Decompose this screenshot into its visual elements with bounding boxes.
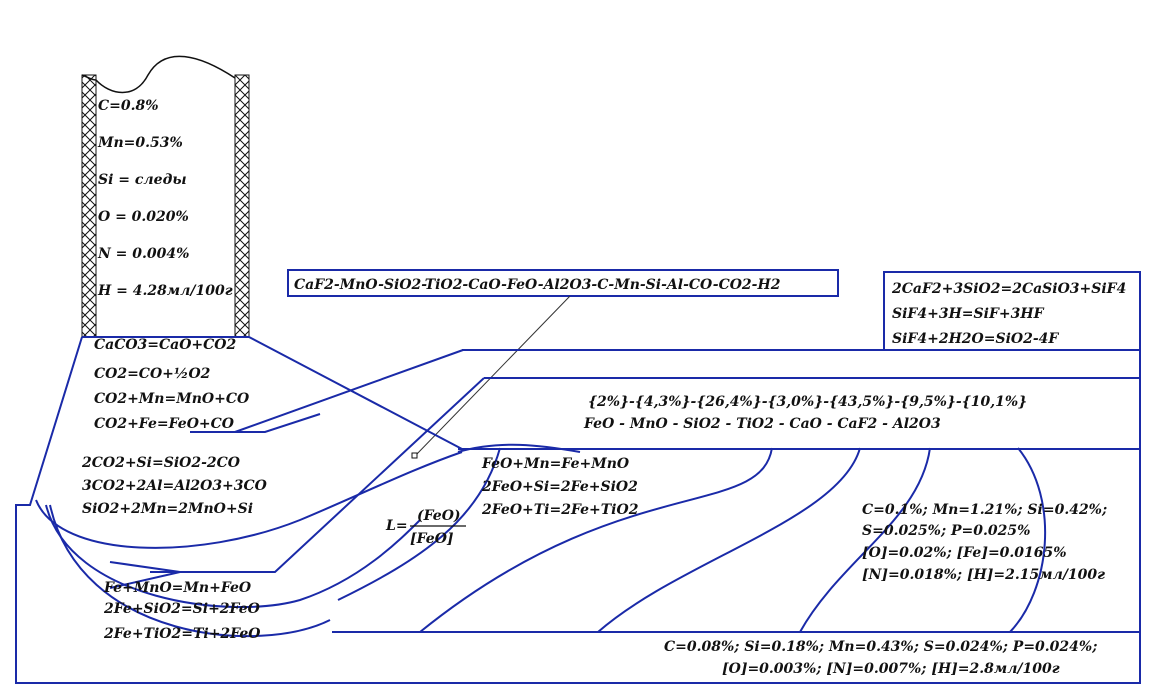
arc-and-pool-outlines	[15, 336, 1141, 684]
slag-percentages: {2%}-{4,3%}-{26,4%}-{3,0%}-{43,5%}-{9,5%…	[588, 394, 1027, 410]
electrode-c: C=0.8%	[98, 98, 159, 114]
co2-reaction-3: SiO2+2Mn=2MnO+Si	[82, 501, 253, 517]
weld-metal-composition: C=0.1%; Mn=1.21%; Si=0.42%; S=0.025%; P=…	[862, 502, 1107, 583]
electrode-composition: C=0.8% Mn=0.53% Si = следы O = 0.020% N …	[97, 98, 233, 299]
carbonate-reaction-3: CO2+Mn=MnO+CO	[94, 391, 250, 407]
fluoride-reactions-box: 2CaF2+3SiO2=2CaSiO3+SiF4 SiF4+3H=SiF+3HF…	[883, 271, 1141, 351]
electrode-top-break	[95, 55, 236, 94]
fluoride-reaction-2: SiF4+3H=SiF+3HF	[892, 306, 1045, 322]
slag-oxides: FeO - MnO - SiO2 - TiO2 - CaO - CaF2 - A…	[583, 416, 941, 432]
pool-boundary-1	[35, 451, 463, 549]
base-line-1: C=0.08%; Si=0.18%; Mn=0.43%; S=0.024%; P…	[664, 639, 1097, 655]
distribution-coefficient: L= (FeO) [FeO]	[385, 508, 466, 547]
pointer-marker	[411, 452, 418, 459]
electrode-si: Si = следы	[98, 172, 187, 188]
base-line-2: [O]=0.003%; [N]=0.007%; [H]=2.8мл/100г	[722, 661, 1060, 677]
weld-line-3: [O]=0.02%; [Fe]=0.0165%	[862, 545, 1067, 561]
slag-layer: {2%}-{4,3%}-{26,4%}-{3,0%}-{43,5%}-{9,5%…	[458, 349, 1141, 450]
carbonate-reaction-4: CO2+Fe=FeO+CO	[94, 416, 235, 432]
electrode-o: O = 0.020%	[98, 209, 189, 225]
slag-upper-band	[458, 349, 1141, 450]
electrode-mn: Mn=0.53%	[97, 135, 183, 151]
arc-cone-line-2	[150, 377, 485, 573]
fluoride-reaction-3: SiF4+2H2O=SiO2-4F	[892, 331, 1059, 347]
electrode-h: H = 4.28мл/100г	[97, 283, 233, 299]
coefficient-lhs: L=	[385, 518, 408, 534]
metal-reaction-2: 2Fe+SiO2=Si+2FeO	[103, 601, 261, 617]
pool-boundary-2	[45, 504, 421, 608]
arc-zone-top	[82, 336, 463, 450]
electrode	[81, 55, 250, 338]
coefficient-denominator: [FeO]	[410, 531, 454, 547]
metal-reaction-3: 2Fe+TiO2=Ti+2FeO	[103, 626, 261, 642]
isotherms	[332, 447, 1140, 633]
co2-reduction-reactions: 2CO2+Si=SiO2-2CO 3CO2+2Al=Al2O3+3CO SiO2…	[81, 455, 268, 517]
slag-system-formula: CaF2-MnO-SiO2-TiO2-CaO-FeO-Al2O3-C-Mn-Si…	[294, 277, 781, 293]
electrode-n: N = 0.004%	[97, 246, 189, 262]
slag-system-box: CaF2-MnO-SiO2-TiO2-CaO-FeO-Al2O3-C-Mn-Si…	[287, 269, 839, 297]
co2-reaction-2: 3CO2+2Al=Al2O3+3CO	[82, 478, 268, 494]
feo-reaction-1: FeO+Mn=Fe+MnO	[481, 456, 630, 472]
weld-line-1: C=0.1%; Mn=1.21%; Si=0.42%;	[862, 502, 1107, 518]
metal-reaction-1: Fe+MnO=Mn+FeO	[103, 580, 252, 596]
pointer-line	[414, 295, 571, 457]
base-metal-composition: C=0.08%; Si=0.18%; Mn=0.43%; S=0.024%; P…	[664, 639, 1097, 677]
carbonate-reaction-2: CO2=CO+½O2	[94, 366, 211, 382]
co2-reaction-1: 2CO2+Si=SiO2-2CO	[81, 455, 241, 471]
feo-reaction-3: 2FeO+Ti=2Fe+TiO2	[481, 502, 639, 518]
carbonate-reaction-1: CaCO3=CaO+CO2	[94, 337, 237, 353]
weld-line-2: S=0.025%; P=0.025%	[862, 523, 1030, 539]
electrode-coating-right	[234, 74, 250, 338]
weld-line-4: [N]=0.018%; [H]=2.15мл/100г	[862, 567, 1105, 583]
pool-boundary-3	[49, 504, 331, 638]
arc-cone-line-1	[234, 349, 464, 433]
carbonate-reactions: CaCO3=CaO+CO2 CO2=CO+½O2 CO2+Mn=MnO+CO C…	[94, 337, 250, 432]
metal-reduction-reactions: Fe+MnO=Mn+FeO 2Fe+SiO2=Si+2FeO 2Fe+TiO2=…	[103, 580, 261, 642]
arc-arrow-lower	[109, 561, 181, 589]
feo-reaction-2: 2FeO+Si=2Fe+SiO2	[481, 479, 638, 495]
coefficient-numerator: (FeO)	[417, 508, 461, 524]
fluoride-reaction-1: 2CaF2+3SiO2=2CaSiO3+SiF4	[891, 281, 1126, 297]
workpiece-outline	[15, 336, 1141, 684]
pool-top-curve	[457, 443, 581, 453]
electrode-coating-left	[81, 74, 97, 338]
iron-oxide-reactions: FeO+Mn=Fe+MnO 2FeO+Si=2Fe+SiO2 2FeO+Ti=2…	[481, 456, 639, 518]
arc-arrow-upper	[190, 413, 321, 433]
